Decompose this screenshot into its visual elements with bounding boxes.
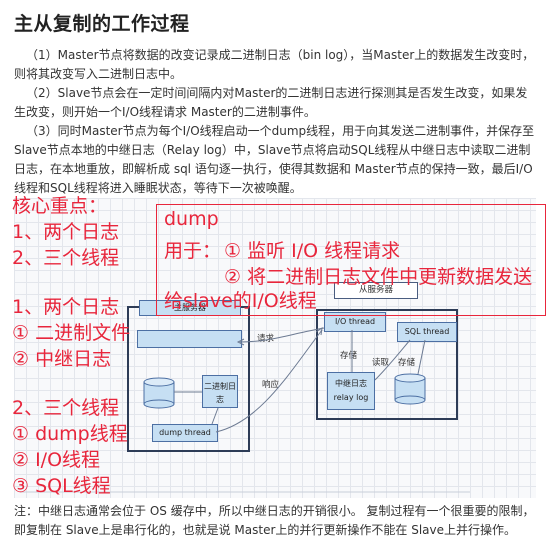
master-database-icon [143, 377, 175, 409]
thread-item-io: ② I/O线程 [12, 449, 101, 471]
log-item-relay: ② 中继日志 [12, 348, 112, 370]
slave-database-icon [394, 373, 426, 405]
core-points-title: 核心重点： [12, 195, 108, 217]
io-thread-box: I/O thread [324, 312, 386, 332]
dump-note-title: dump [164, 208, 219, 230]
dump-note-use-2: ② 将二进制日志文件中更新数据发送 [224, 266, 533, 288]
request-arrow [239, 327, 325, 343]
paragraph-2: （2）Slave节点会在一定时间间隔内对Master的二进制日志进行探测其是否发… [14, 86, 528, 119]
read-label: 读取 [372, 358, 390, 368]
store-label-1: 存储 [340, 351, 358, 361]
paragraph-3: （3）同时Master节点为每个I/O线程启动一个dump线程，用于向其发送二进… [14, 124, 535, 195]
store-label-2: 存储 [398, 358, 416, 368]
thread-item-sql: ③ SQL线程 [12, 475, 111, 497]
core-point-2: 2、三个线程 [12, 247, 120, 269]
dump-note-use-3: 给slave的I/O线程 [164, 290, 317, 312]
slave-server-box [316, 309, 458, 420]
dump-note-use-label: 用于： [164, 240, 222, 262]
replication-figure: 主服务器 二进制日志 dump thread 从服务器 I/O thread S… [0, 192, 550, 500]
sql-thread-box: SQL thread [397, 322, 457, 342]
dump-note-use-1: ① 监听 I/O 线程请求 [224, 240, 401, 262]
dump-note-box [156, 204, 546, 316]
two-logs-title: 1、两个日志 [12, 296, 120, 318]
request-label: 请求 [257, 334, 275, 344]
relay-log-box: 中继日志 relay log [327, 372, 375, 410]
binlog-box: 二进制日志 [202, 375, 238, 408]
three-threads-title: 2、三个线程 [12, 397, 120, 419]
diagram-connectors [20, 326, 470, 493]
footnote: 注：中继日志通常会位于 OS 缓存中，所以中继日志的开销很小。 复制过程有一个很… [14, 504, 535, 537]
page-title: 主从复制的工作过程 [14, 13, 190, 35]
thread-item-dump: ① dump线程 [12, 423, 128, 445]
diagram-grid-background [14, 198, 536, 498]
dump-thread-box: dump thread [152, 424, 218, 442]
master-data-bar [137, 330, 242, 348]
core-point-1: 1、两个日志 [12, 221, 120, 243]
response-arrow [215, 329, 323, 433]
paragraph-1: （1）Master节点将数据的改变记录成二进制日志（bin log），当Mast… [14, 48, 535, 81]
slave-server-header: 从服务器 [334, 282, 418, 299]
response-label: 响应 [262, 380, 280, 390]
log-item-binary: ① 二进制文件 [12, 322, 131, 344]
